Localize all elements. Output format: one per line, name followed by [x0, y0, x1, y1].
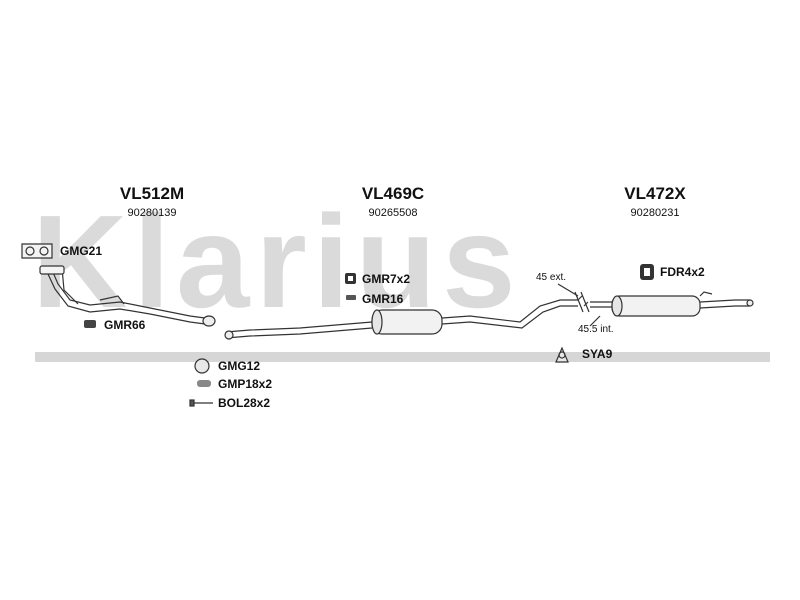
section-code: VL512M [119, 184, 185, 203]
rear-silencer-drawing [574, 291, 754, 317]
rubber-mount-gmr16-icon [346, 295, 356, 300]
bolt-bol28x2-icon [189, 399, 213, 407]
section-code: VL472X [624, 184, 686, 203]
section-middle-silencer: VL469C 90265508 [313, 184, 473, 219]
part-label-gmg12: GMG12 [218, 359, 261, 373]
front-pipe-drawing [39, 265, 216, 327]
middle-pipe-drawing [224, 299, 578, 340]
watermark-bar [35, 352, 770, 362]
section-number: 90280231 [630, 207, 680, 219]
section-code: VL469C [361, 184, 425, 203]
part-label-fdr4x2: FDR4x2 [660, 265, 705, 279]
section-number: 90265508 [368, 207, 418, 219]
part-label-gmr16: GMR16 [362, 292, 404, 306]
hanger-sya9-icon [555, 346, 569, 363]
annotation-external-diameter: 45 ext. [536, 272, 567, 283]
rubber-mount-gmr66-icon [84, 320, 96, 328]
part-label-gmr7x2: GMR7x2 [362, 272, 411, 286]
part-label-gmr66: GMR66 [104, 318, 146, 332]
section-number: 90280139 [127, 207, 177, 219]
clamp-gmp18x2-icon [197, 380, 211, 387]
gasket-gmg21-icon [21, 243, 53, 259]
section-rear-silencer: VL472X 90280231 [575, 184, 735, 219]
section-front-pipe: VL512M 90280139 [72, 184, 232, 219]
watermark-logo: Klarius [32, 188, 522, 335]
part-label-gmp18x2: GMP18x2 [218, 377, 273, 391]
part-label-gmg21: GMG21 [60, 244, 103, 258]
part-label-bol28x2: BOL28x2 [218, 396, 271, 410]
annotation-internal-diameter: 45.5 int. [578, 324, 614, 335]
rubber-mount-fdr4x2-icon [640, 264, 654, 280]
gasket-ring-gmg12-icon [194, 358, 210, 374]
part-label-sya9: SYA9 [582, 347, 613, 361]
rubber-mount-gmr7x2-icon [345, 273, 356, 284]
